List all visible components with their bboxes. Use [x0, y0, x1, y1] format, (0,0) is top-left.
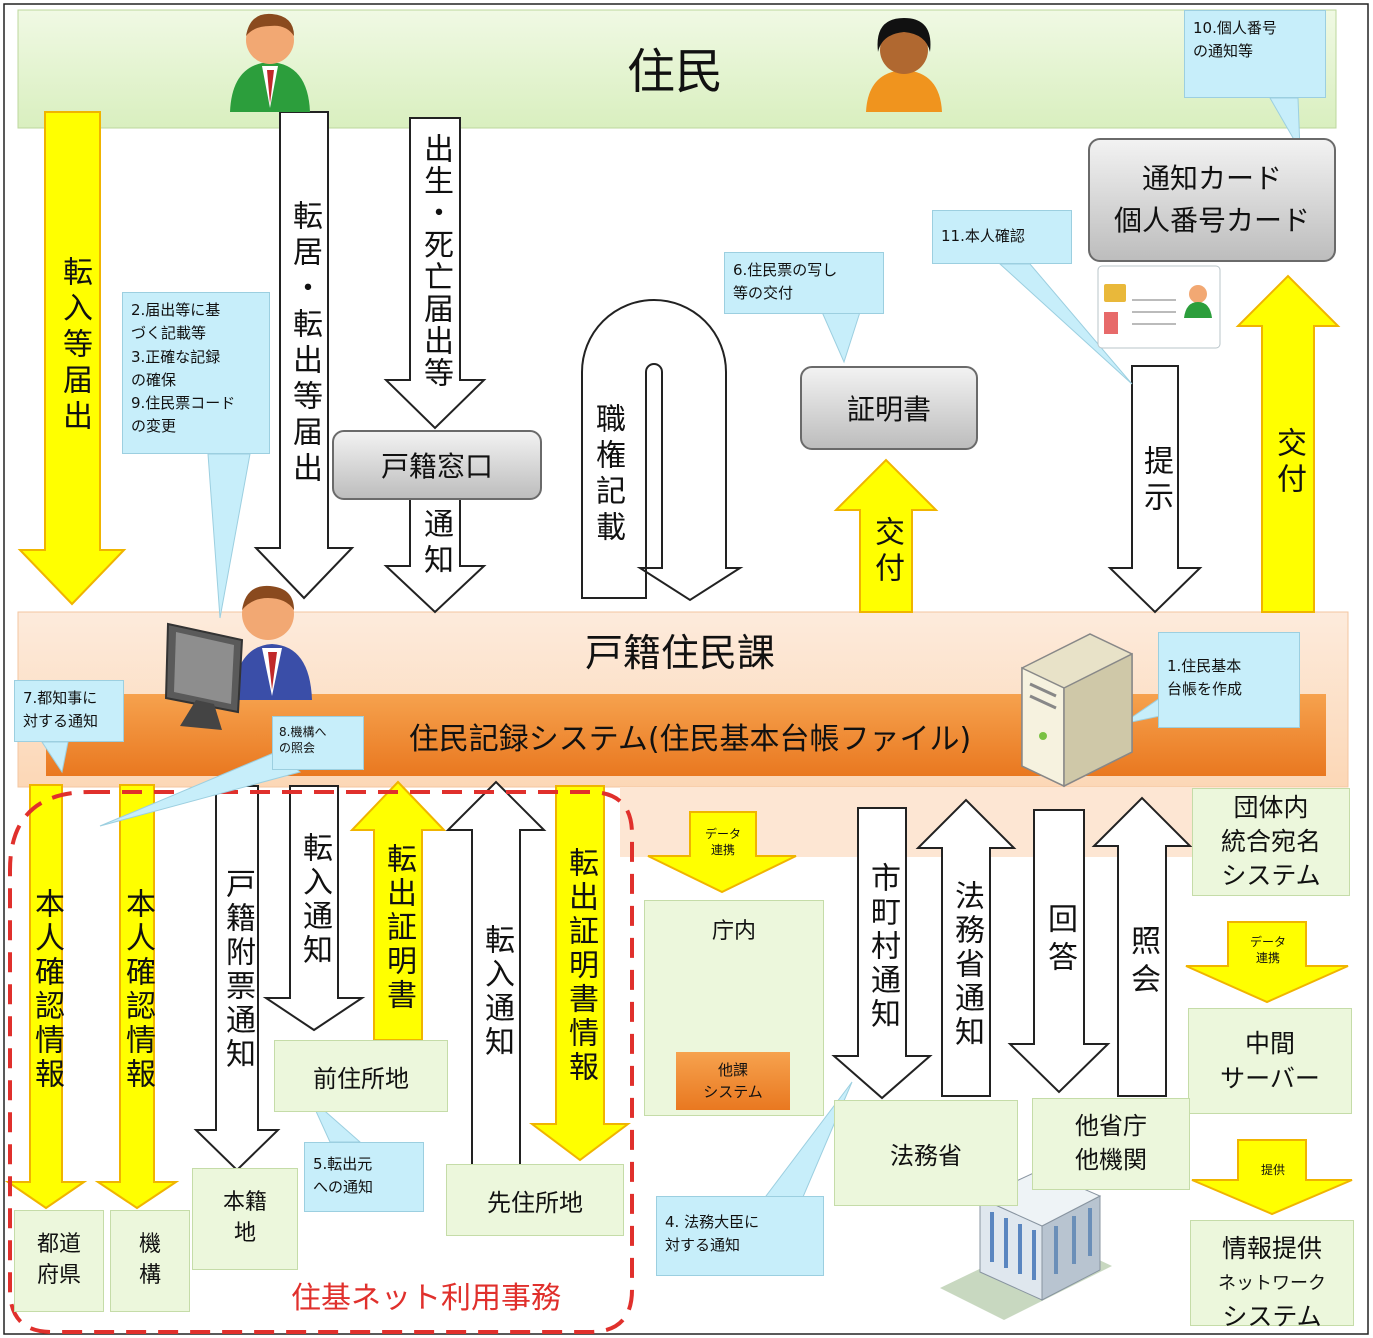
- label-data-link-1: データ 連携: [704, 827, 741, 857]
- arrow-moveout-cert-info: [529, 785, 631, 1162]
- arrow-issue-card: [1235, 274, 1341, 613]
- arrow-answer: [1007, 809, 1111, 1094]
- arrow-notice: [383, 496, 487, 614]
- outer-frame: [3, 3, 1369, 1335]
- arrow-data-link-1: [647, 811, 797, 894]
- arrow-movein-notice-2: [445, 780, 547, 1169]
- id-card-icon: [1097, 265, 1221, 349]
- callout-8: 8.機構へ の照会: [272, 716, 364, 770]
- tail-10: [1269, 97, 1301, 151]
- info-network-line-3: システム: [1222, 1302, 1322, 1331]
- tail-2: [207, 453, 251, 619]
- section-title: 戸籍住民課: [584, 630, 775, 675]
- info-network-line-2: ネットワーク: [1218, 1273, 1326, 1294]
- arrow-municipal-notice: [831, 807, 933, 1100]
- label-koseki-notice: 戸籍附票通知: [220, 868, 255, 1072]
- info-network-line-1: 情報提供: [1221, 1234, 1322, 1263]
- label-move: 転居・転出等届出: [287, 200, 322, 488]
- system-title: 住民記録システム(住民基本台帳ファイル): [408, 722, 972, 757]
- arrow-move-in: [17, 111, 127, 606]
- callout-10: 10.個人番号 の通知等: [1184, 10, 1326, 98]
- label-move-in: 転入等届出: [57, 256, 92, 436]
- former-address-box: 前住所地: [274, 1040, 448, 1112]
- label-provide: 提供: [1260, 1163, 1285, 1178]
- label-municipal-notice: 市町村通知: [865, 862, 900, 1032]
- honseki-box: 本籍 地: [192, 1168, 298, 1270]
- tail-7: [41, 741, 69, 774]
- label-issue-card: 交付: [1271, 427, 1306, 499]
- koseki-window-box: 戸籍窓口: [332, 430, 542, 500]
- info-network-box: 情報提供 ネットワーク システム: [1190, 1220, 1354, 1331]
- label-id-info-2: 本人確認情報: [120, 888, 155, 1092]
- arrow-present: [1107, 365, 1203, 614]
- server-icon: [1021, 633, 1133, 788]
- destination-address-box: 先住所地: [446, 1164, 624, 1236]
- label-id-info-1: 本人確認情報: [29, 888, 64, 1092]
- label-inquiry: 照会: [1125, 925, 1160, 1001]
- middle-server-box: 中間 サーバー: [1188, 1008, 1352, 1114]
- callout-1: 1.住民基本 台帳を作成: [1158, 632, 1300, 728]
- organization-box: 機 構: [110, 1210, 190, 1312]
- arrow-data-link-2: [1185, 921, 1349, 1004]
- label-movein-notice: 転入通知: [297, 832, 332, 968]
- arrow-birth-death: [383, 117, 487, 430]
- arrow-issue-cert: [833, 458, 939, 613]
- jukinet-region: [8, 790, 634, 1334]
- residents-title: 住民: [626, 44, 723, 100]
- label-moveout-cert-info: 転出証明書情報: [563, 847, 598, 1085]
- other-dept-system-box: 他課 システム: [676, 1052, 790, 1110]
- label-movein-notice-2: 転入通知: [479, 924, 514, 1060]
- moj-box: 法務省: [834, 1100, 1018, 1206]
- arrow-provide: [1191, 1139, 1353, 1216]
- label-data-link-2: データ 連携: [1249, 935, 1286, 965]
- certificate-box: 証明書: [800, 366, 978, 450]
- staff-at-computer-icon: [164, 585, 312, 730]
- label-birth-death: 出生・死亡届出等: [418, 133, 453, 389]
- arrow-moveout-cert: [349, 780, 447, 1041]
- label-moveout-cert: 転出証明書: [381, 843, 416, 1013]
- internal-office-box: 庁内: [644, 900, 824, 1116]
- callout-6: 6.住民票の写し 等の交付: [724, 252, 884, 314]
- callout-4: 4. 法務大臣に 対する通知: [656, 1196, 824, 1276]
- arrow-movein-notice: [262, 785, 366, 1032]
- jukinet-label: 住基ネット利用事務: [291, 1281, 561, 1316]
- label-present: 提示: [1138, 445, 1173, 517]
- arrow-id-info-2: [94, 784, 180, 1210]
- arrow-koseki-notice: [193, 785, 281, 1172]
- tail-11: [998, 263, 1133, 385]
- callout-2: 2.届出等に基 づく記載等 3.正確な記録 の確保 9.住民票コード の変更: [122, 292, 270, 454]
- notification-card-box: 通知カード 個人番号カード: [1088, 138, 1336, 262]
- tail-6: [821, 311, 861, 364]
- arrow-ex-officio: [581, 299, 744, 602]
- arrow-moj-notice: [915, 798, 1017, 1097]
- label-issue-cert: 交付: [869, 516, 904, 588]
- person-woman-icon: [866, 18, 942, 112]
- label-ex-officio: 職権記載: [590, 403, 625, 547]
- label-answer: 回答: [1042, 903, 1077, 979]
- label-notice: 通知: [418, 508, 453, 580]
- label-moj-notice: 法務省通知: [949, 880, 984, 1050]
- person-man-icon: [230, 13, 310, 112]
- arrow-id-info-1: [4, 784, 88, 1210]
- callout-11: 11.本人確認: [932, 210, 1072, 264]
- arrow-move: [253, 111, 355, 600]
- callout-5: 5.転出元 への通知: [304, 1142, 424, 1212]
- internal-office-label: 庁内: [711, 919, 756, 944]
- other-agencies-box: 他省庁 他機関: [1032, 1098, 1190, 1190]
- integrated-address-box: 団体内 統合宛名 システム: [1192, 788, 1350, 896]
- arrow-inquiry: [1091, 796, 1193, 1097]
- callout-7: 7.都知事に 対する通知: [14, 680, 124, 742]
- prefecture-box: 都道 府県: [14, 1210, 104, 1312]
